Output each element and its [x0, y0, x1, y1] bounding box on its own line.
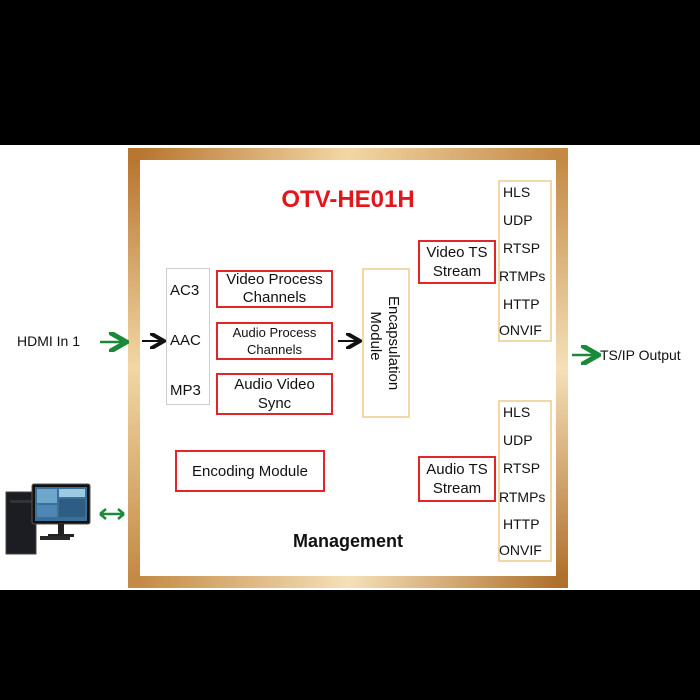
device-frame: [128, 148, 568, 588]
encoding-module: Encoding Module: [175, 450, 325, 492]
video-protocol-http: HTTP: [503, 296, 540, 312]
device-title: OTV-HE01H: [281, 186, 415, 213]
video-protocol-rtmps: RTMPs: [499, 268, 546, 284]
video-protocol-list: [498, 180, 552, 342]
audio-protocol-rtmps: RTMPs: [499, 489, 546, 505]
audio-process-block: Audio Process Channels: [216, 322, 333, 360]
audio-protocol-list: [498, 400, 552, 562]
av-sync-block: Audio Video Sync: [216, 373, 333, 415]
format-aac: AAC: [170, 332, 201, 349]
audio-protocol-rtsp: RTSP: [503, 460, 541, 476]
audio-ts-stream: Audio TS Stream: [418, 456, 496, 502]
video-protocol-onvif: ONVIF: [499, 322, 542, 338]
computer-icon: [5, 483, 91, 555]
audio-protocol-hls: HLS: [503, 404, 531, 420]
audio-format-group: [166, 268, 210, 405]
management-link-arrow: [99, 508, 125, 520]
encapsulation-module-box: [362, 268, 410, 418]
audio-protocol-http: HTTP: [503, 516, 540, 532]
video-protocol-udp: UDP: [503, 212, 533, 228]
audio-protocol-udp: UDP: [503, 432, 533, 448]
hdmi-input-label: HDMI In 1: [17, 333, 81, 349]
ts-ip-output-label: TS/IP Output: [600, 347, 681, 363]
format-ac3: AC3: [170, 282, 200, 299]
audio-protocol-onvif: ONVIF: [499, 542, 542, 558]
video-ts-stream: Video TS Stream: [418, 240, 496, 284]
management-label: Management: [292, 531, 404, 551]
video-protocol-rtsp: RTSP: [503, 240, 541, 256]
video-process-block: Video Process Channels: [216, 270, 333, 308]
video-protocol-hls: HLS: [503, 184, 531, 200]
format-mp3: MP3: [170, 382, 201, 399]
